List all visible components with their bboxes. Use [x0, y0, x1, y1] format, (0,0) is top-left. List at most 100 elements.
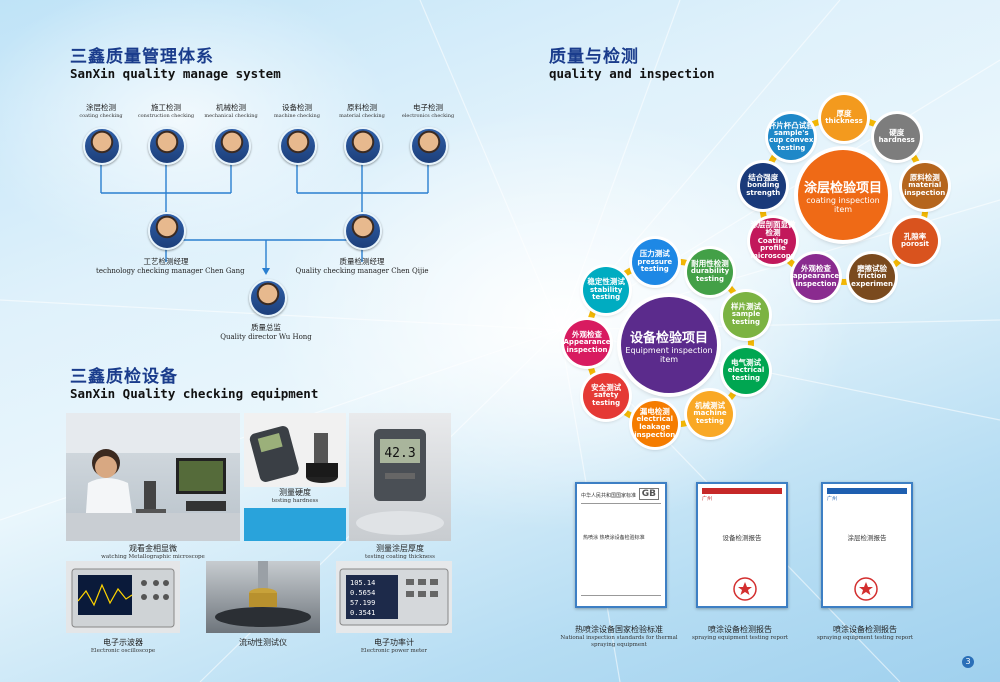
meter-reading: 105.14 — [350, 579, 375, 587]
flow-tester-photo — [206, 561, 320, 633]
meter-reading: 0.3541 — [350, 609, 375, 617]
item-label-en: friction experimen — [851, 272, 893, 289]
caption-cn: 喷涂设备检测报告 — [708, 625, 772, 634]
checker-label-en: mechanical checking — [204, 113, 258, 119]
checker-machine: 设备检测 machine checking — [262, 102, 332, 119]
system-title-en: SanXin quality manage system — [70, 66, 281, 81]
avatar — [83, 127, 121, 165]
red-seal-icon — [854, 577, 878, 601]
equipment-caption: 测量涂层厚度 testing coating thickness — [349, 543, 451, 560]
item-label-cn: 安全测试 — [591, 382, 622, 392]
checker-label-cn: 设备检测 — [282, 103, 312, 112]
item-label-cn: 外观检查 — [800, 264, 831, 274]
microscope-photo — [66, 413, 240, 541]
item-label-en: sample's cup convex testing — [769, 128, 814, 153]
item-label-en: thickness — [825, 117, 863, 126]
report-caption: 喷涂设备检测报告 spraying equipment testing repo… — [805, 624, 925, 642]
equipment-title-en: SanXin Quality checking equipment — [70, 386, 319, 401]
checker-label-cn: 电子检测 — [413, 103, 443, 112]
manager-quality: 质量检测经理 Quality checking manager Chen Qij… — [292, 256, 432, 275]
equipment-caption: 电子功率计 Electronic power meter — [336, 637, 452, 654]
flow-tester — [215, 561, 311, 627]
checker-label-en: electronics checking — [401, 113, 455, 119]
item-label-en: electrical testing — [727, 366, 765, 383]
hardness-tester — [249, 425, 338, 483]
item-label-en: Coating profile microscopy — [750, 236, 796, 261]
meter-reading: 57.199 — [350, 599, 375, 607]
item-label-en: pressure testing — [637, 257, 673, 274]
report-caption: 热喷涂设备国家检验标准 National inspection standard… — [555, 624, 683, 648]
item-label-cn: 稳定性测试 — [587, 277, 625, 287]
quality-title-cn: 质量与检测 — [549, 47, 639, 67]
item-label-en: electrical leakage inspection — [634, 415, 676, 439]
hub-title-en: coating inspection item — [806, 195, 880, 214]
avatar — [344, 212, 382, 250]
caption-en: testing hardness — [271, 498, 319, 504]
equipment-caption: 观看金相显微 watching Metallographic microscop… — [66, 543, 240, 560]
report-caption: 喷涂设备检测报告 spraying equipment testing repo… — [680, 624, 800, 642]
avatar — [410, 127, 448, 165]
thickness-photo: 42.3 — [349, 413, 451, 541]
caption-cn: 流动性测试仪 — [239, 638, 287, 647]
caption-en: watching Metallographic microscope — [101, 554, 205, 560]
item-label-en: porosit — [901, 240, 929, 249]
thickness-gauge: 42.3 — [356, 429, 444, 535]
item-label-en: material inspection — [904, 181, 946, 197]
hub-title-en: Equipment inspection item — [625, 345, 713, 364]
avatar — [279, 127, 317, 165]
item-label-cn: 压力测试 — [639, 249, 670, 259]
report-national-standard: 中华人民共和国国家标准 GB 热喷涂 热喷涂设备检验标准 — [575, 482, 667, 608]
caption-en: spraying equipment testing report — [691, 635, 789, 641]
report-doc-title: 热喷涂 热喷涂设备检验标准 — [583, 535, 645, 541]
checker-coating: 涂层检测 coating checking — [66, 102, 136, 119]
report-header: 广州 — [827, 496, 838, 502]
avatar — [148, 212, 186, 250]
manager-title-en: technology checking manager Chen Gang — [96, 267, 245, 275]
checker-label-cn: 机械检测 — [216, 103, 246, 112]
item-label-en: hardness — [878, 136, 915, 145]
checker-label-en: construction checking — [137, 113, 195, 119]
item-label-cn: 耐用性检测 — [691, 259, 729, 269]
report-doc-title: 设备检测报告 — [722, 534, 762, 542]
checker-electronics: 电子检测 electronics checking — [393, 102, 463, 119]
item-label-cn: 涂层剖面显微检测 — [750, 220, 796, 238]
equipment-caption: 流动性测试仪 — [206, 637, 320, 648]
avatar — [148, 127, 186, 165]
report-header: 广州 — [702, 496, 713, 502]
coating-hub: 涂层检验项目 coating inspection item — [798, 150, 888, 240]
hardness-photo — [244, 413, 346, 487]
power-meter: 105.14 0.5654 57.199 0.3541 — [339, 568, 449, 626]
org-chart-lines — [100, 160, 429, 275]
report-equipment-testing: 广州 设备检测报告 — [696, 482, 788, 608]
equipment-title-cn: 三鑫质检设备 — [70, 367, 178, 387]
item-label-cn: 厚度 — [836, 109, 852, 119]
report-coating-testing: 广州 涂层检测报告 — [821, 482, 913, 608]
report-header: 中华人民共和国国家标准 — [581, 493, 637, 499]
equipment-hub: 设备检验项目 Equipment inspection item — [621, 297, 717, 393]
power-meter-photo: 105.14 0.5654 57.199 0.3541 — [336, 561, 452, 633]
caption-cn: 热喷涂设备国家检验标准 — [575, 625, 663, 634]
manager-title-en: Quality checking manager Chen Qijie — [295, 267, 429, 275]
item-label-cn: 结合强度 — [748, 172, 779, 182]
equipment-caption: 电子示波器 Electronic oscilloscope — [66, 637, 180, 654]
manager-title-cn: 质量检测经理 — [339, 257, 385, 266]
red-seal-icon — [733, 577, 757, 601]
checker-label-en: machine checking — [274, 113, 320, 119]
gauge-reading: 42.3 — [384, 446, 415, 461]
checker-mechanical: 机械检测 mechanical checking — [196, 102, 266, 119]
avatar — [344, 127, 382, 165]
accent-block — [244, 508, 346, 541]
